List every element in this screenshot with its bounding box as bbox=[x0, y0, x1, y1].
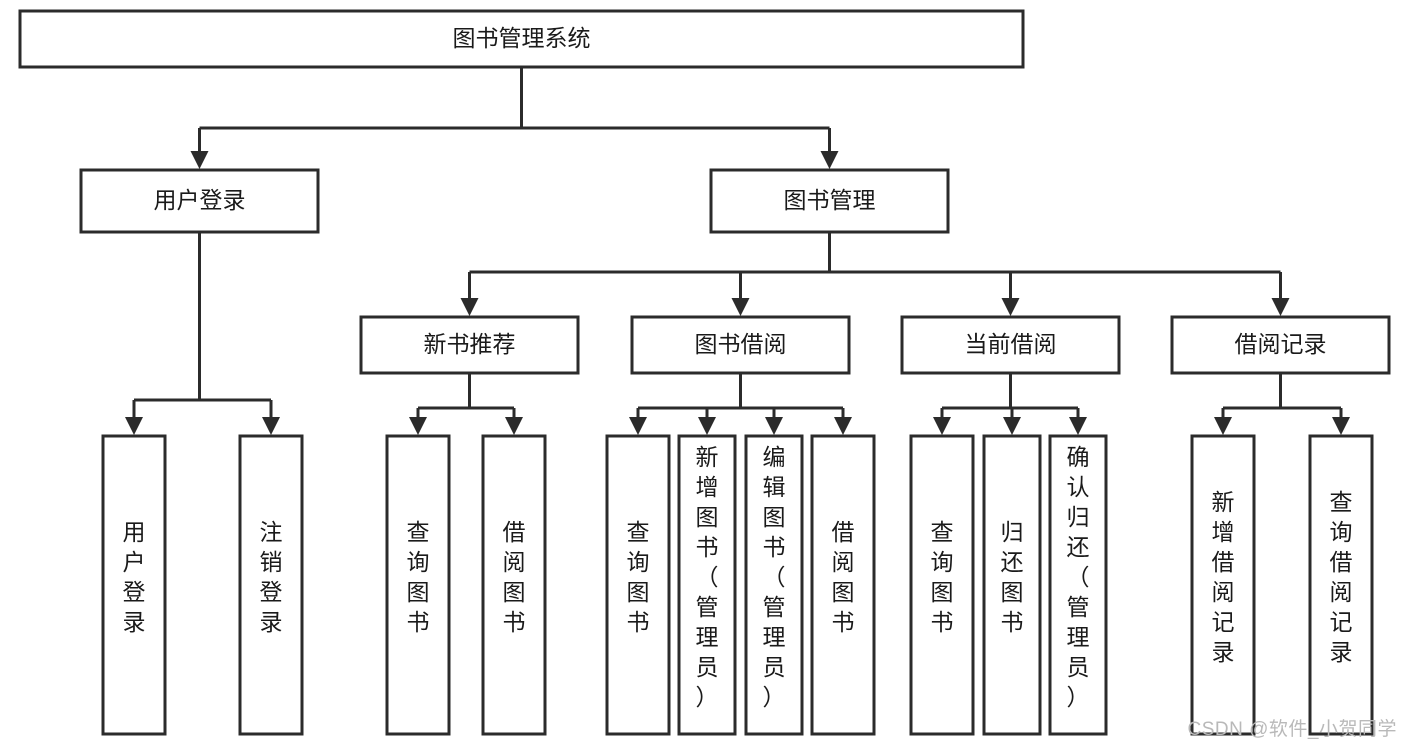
node-box-leaf-borrow-book-recommend bbox=[481, 434, 547, 736]
node-leaf-query-borrow-record[interactable]: 查询借阅记录 bbox=[1308, 434, 1374, 736]
arrow-head-icon bbox=[933, 417, 951, 435]
node-label-new-book-recommend: 新书推荐 bbox=[424, 331, 516, 357]
arrow-head-icon bbox=[1332, 417, 1350, 435]
node-label-user-login: 用户登录 bbox=[154, 187, 246, 213]
node-leaf-confirm-return-admin[interactable]: 确认归还（管理员） bbox=[1048, 434, 1108, 736]
node-label-leaf-edit-book-admin: 编辑图书（管理员） bbox=[763, 444, 786, 710]
node-leaf-query-book-current[interactable]: 查询图书 bbox=[909, 434, 975, 736]
node-box-user-login bbox=[79, 168, 320, 234]
arrow-head-icon bbox=[262, 417, 280, 435]
node-new-book-recommend[interactable]: 新书推荐 bbox=[359, 315, 580, 375]
node-label-leaf-borrow-book-recommend: 借阅图书 bbox=[503, 519, 526, 635]
arrow-head-icon bbox=[698, 417, 716, 435]
node-root[interactable]: 图书管理系统 bbox=[18, 9, 1025, 69]
arrow-head-icon bbox=[125, 417, 143, 435]
arrow-head-icon bbox=[834, 417, 852, 435]
arrow-head-icon bbox=[1214, 417, 1232, 435]
node-leaf-edit-book-admin[interactable]: 编辑图书（管理员） bbox=[744, 434, 804, 736]
node-label-leaf-add-book-admin: 新增图书（管理员） bbox=[696, 444, 719, 710]
connector-layer bbox=[125, 67, 1350, 435]
arrow-head-icon bbox=[1271, 298, 1290, 316]
arrow-head-icon bbox=[460, 298, 479, 316]
node-box-leaf-query-borrow-record bbox=[1308, 434, 1374, 736]
node-book-borrow[interactable]: 图书借阅 bbox=[630, 315, 851, 375]
arrow-head-icon bbox=[190, 151, 209, 169]
arrow-head-icon bbox=[505, 417, 523, 435]
node-label-current-borrow: 当前借阅 bbox=[965, 331, 1057, 357]
node-box-leaf-edit-book-admin bbox=[744, 434, 804, 736]
node-label-leaf-borrow-book: 借阅图书 bbox=[832, 519, 855, 635]
node-label-leaf-confirm-return-admin: 确认归还（管理员） bbox=[1067, 444, 1090, 710]
node-box-current-borrow bbox=[900, 315, 1121, 375]
node-box-book-management bbox=[709, 168, 950, 234]
node-leaf-borrow-book-recommend[interactable]: 借阅图书 bbox=[481, 434, 547, 736]
node-box-leaf-query-book-current bbox=[909, 434, 975, 736]
arrow-head-icon bbox=[1069, 417, 1087, 435]
node-label-leaf-logout-login: 注销登录 bbox=[260, 519, 283, 635]
node-leaf-add-book-admin[interactable]: 新增图书（管理员） bbox=[677, 434, 737, 736]
node-leaf-add-borrow-record[interactable]: 新增借阅记录 bbox=[1190, 434, 1256, 736]
node-box-leaf-user-login bbox=[101, 434, 167, 736]
node-box-leaf-confirm-return-admin bbox=[1048, 434, 1108, 736]
node-current-borrow[interactable]: 当前借阅 bbox=[900, 315, 1121, 375]
node-box-leaf-query-book-borrow bbox=[605, 434, 671, 736]
csdn-watermark: CSDN @软件_小贺同学 bbox=[1187, 719, 1397, 740]
node-label-leaf-user-login: 用户登录 bbox=[123, 519, 146, 635]
node-box-leaf-add-book-admin bbox=[677, 434, 737, 736]
node-label-root: 图书管理系统 bbox=[453, 25, 591, 51]
node-leaf-query-book-recommend[interactable]: 查询图书 bbox=[385, 434, 451, 736]
node-label-leaf-query-book-current: 查询图书 bbox=[931, 519, 954, 635]
node-box-leaf-logout-login bbox=[238, 434, 304, 736]
arrow-head-icon bbox=[629, 417, 647, 435]
node-box-leaf-return-book bbox=[982, 434, 1042, 736]
node-label-leaf-query-book-recommend: 查询图书 bbox=[407, 519, 430, 635]
arrow-head-icon bbox=[765, 417, 783, 435]
node-label-leaf-return-book: 归还图书 bbox=[1001, 519, 1024, 635]
arrow-head-icon bbox=[1001, 298, 1020, 316]
node-label-leaf-query-book-borrow: 查询图书 bbox=[627, 519, 650, 635]
node-box-leaf-add-borrow-record bbox=[1190, 434, 1256, 736]
node-book-management[interactable]: 图书管理 bbox=[709, 168, 950, 234]
node-leaf-borrow-book[interactable]: 借阅图书 bbox=[810, 434, 876, 736]
arrow-head-icon bbox=[731, 298, 750, 316]
node-leaf-return-book[interactable]: 归还图书 bbox=[982, 434, 1042, 736]
arrow-head-icon bbox=[409, 417, 427, 435]
node-user-login[interactable]: 用户登录 bbox=[79, 168, 320, 234]
node-leaf-query-book-borrow[interactable]: 查询图书 bbox=[605, 434, 671, 736]
node-box-book-borrow bbox=[630, 315, 851, 375]
node-leaf-user-login[interactable]: 用户登录 bbox=[101, 434, 167, 736]
node-box-root bbox=[18, 9, 1025, 69]
arrow-head-icon bbox=[820, 151, 839, 169]
node-label-book-borrow: 图书借阅 bbox=[695, 331, 787, 357]
node-label-leaf-query-borrow-record: 查询借阅记录 bbox=[1330, 489, 1353, 665]
node-borrow-record[interactable]: 借阅记录 bbox=[1170, 315, 1391, 375]
node-box-leaf-query-book-recommend bbox=[385, 434, 451, 736]
node-label-borrow-record: 借阅记录 bbox=[1235, 331, 1327, 357]
node-leaf-logout-login[interactable]: 注销登录 bbox=[238, 434, 304, 736]
node-box-borrow-record bbox=[1170, 315, 1391, 375]
node-label-leaf-add-borrow-record: 新增借阅记录 bbox=[1212, 489, 1235, 665]
node-layer: 图书管理系统用户登录图书管理新书推荐图书借阅当前借阅借阅记录用户登录注销登录查询… bbox=[18, 9, 1391, 736]
node-box-leaf-borrow-book bbox=[810, 434, 876, 736]
node-label-book-management: 图书管理 bbox=[784, 187, 876, 213]
arrow-head-icon bbox=[1003, 417, 1021, 435]
node-box-new-book-recommend bbox=[359, 315, 580, 375]
